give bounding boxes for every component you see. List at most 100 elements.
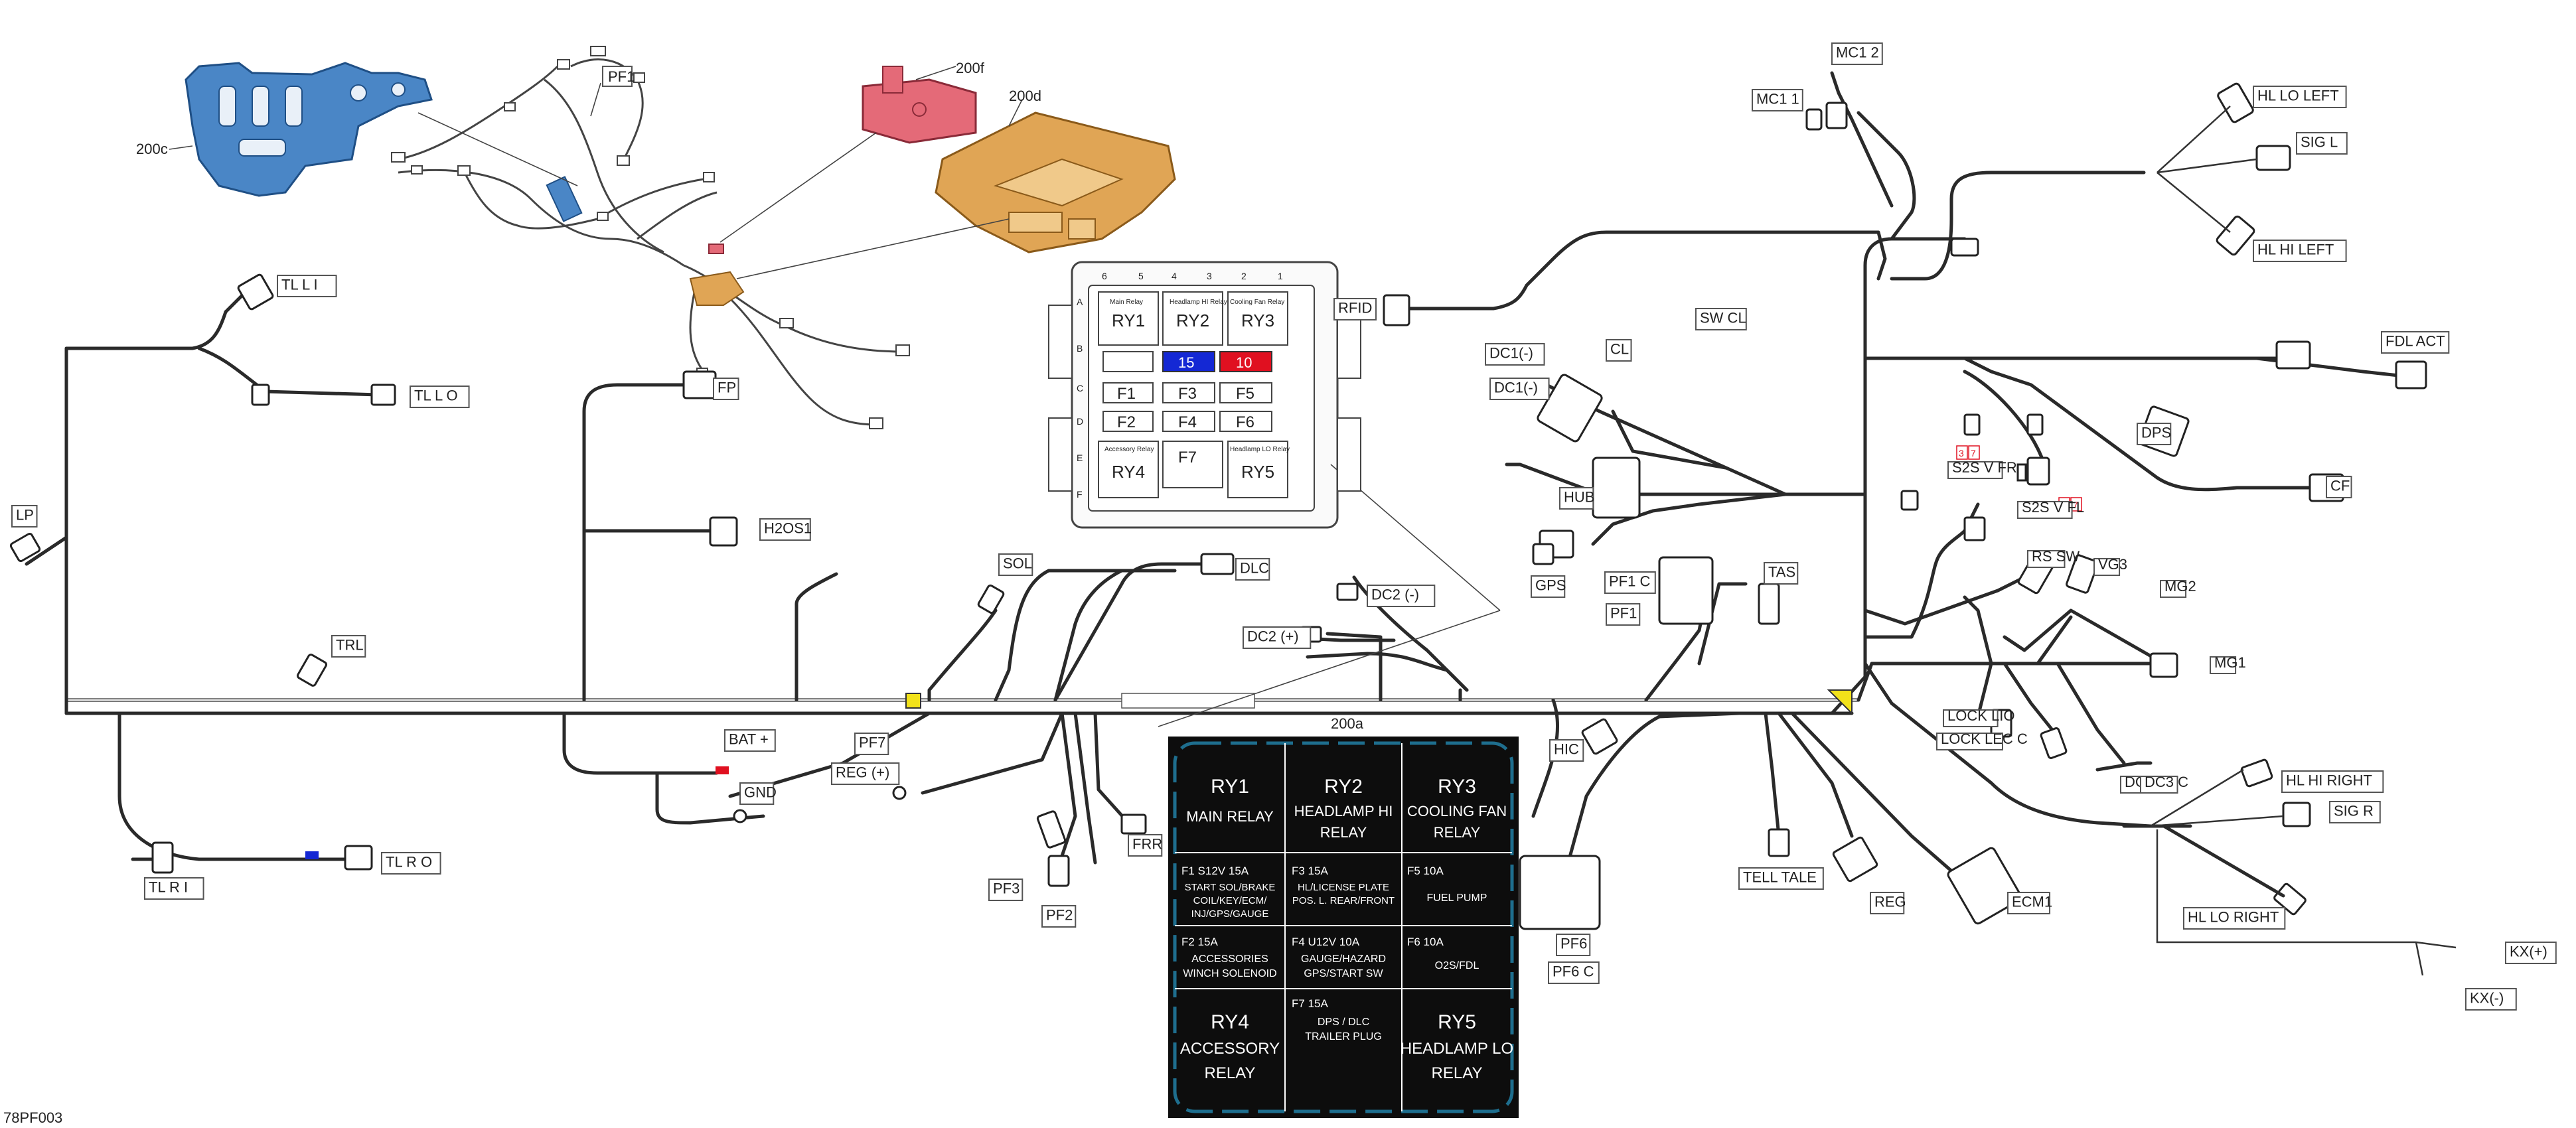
svg-text:TL L I: TL L I (281, 277, 318, 293)
svg-text:DC3 C: DC3 C (2145, 774, 2188, 790)
svg-text:F7: F7 (1178, 449, 1197, 466)
svg-text:DPS / DLC: DPS / DLC (1318, 1017, 1369, 1028)
svg-text:HL/LICENSE PLATE: HL/LICENSE PLATE (1298, 882, 1389, 893)
svg-text:RELAY: RELAY (1320, 824, 1367, 841)
svg-text:4: 4 (1172, 271, 1177, 281)
svg-text:PF7: PF7 (859, 735, 885, 751)
connector-label-hl-lo-right: HL LO RIGHT (2183, 907, 2286, 930)
svg-text:ACCESSORY: ACCESSORY (1180, 1040, 1280, 1058)
svg-text:MC1 2: MC1 2 (1836, 44, 1879, 61)
svg-text:TAS: TAS (1768, 564, 1795, 581)
svg-text:SIG L: SIG L (2301, 134, 2338, 151)
svg-text:TRL: TRL (336, 637, 364, 654)
svg-text:VG3: VG3 (2098, 556, 2127, 573)
connector-label-pf1: PF1 (1606, 603, 1641, 626)
svg-text:O2S/FDL: O2S/FDL (1435, 960, 1479, 971)
svg-text:DC1(-): DC1(-) (1494, 380, 1538, 396)
connector-label-dc2p: DC2 (+) (1243, 626, 1312, 649)
svg-text:S2S V FR: S2S V FR (1952, 459, 2017, 476)
svg-text:F6: F6 (1236, 413, 1254, 431)
connector-label-pf2: PF2 (1041, 905, 1077, 928)
svg-text:H2OS1: H2OS1 (764, 520, 812, 537)
relay-box-labels: 6 5 4 3 2 1 A B C D E F Main Relay Headl… (1077, 271, 1290, 500)
svg-text:Headlamp HI Relay: Headlamp HI Relay (1170, 299, 1227, 306)
svg-text:7: 7 (2073, 500, 2078, 510)
connector-label-dc1m2: DC1(-) (1489, 378, 1550, 400)
svg-text:RY3: RY3 (1438, 776, 1476, 798)
connector-label-bat-p: BAT + (724, 729, 776, 752)
connector-label-dps: DPS (2137, 423, 2172, 445)
connector-label-sig-r: SIG R (2329, 801, 2381, 823)
svg-text:DPS: DPS (2141, 425, 2171, 441)
svg-text:PF1: PF1 (608, 68, 635, 85)
svg-text:ACCESSORIES: ACCESSORIES (1191, 953, 1268, 965)
svg-text:FRR: FRR (1132, 836, 1162, 853)
fuse-relay-legend (1168, 737, 1519, 1118)
connector-label-fp: FP (713, 378, 739, 400)
svg-text:REG (+): REG (+) (836, 764, 889, 781)
svg-text:REG: REG (1874, 894, 1906, 910)
svg-text:GAUGE/HAZARD: GAUGE/HAZARD (1301, 953, 1386, 965)
svg-text:RELAY: RELAY (1432, 1064, 1483, 1082)
connector-label-fdl-act: FDL ACT (2381, 331, 2450, 354)
svg-text:DC2 (-): DC2 (-) (1371, 587, 1419, 603)
svg-text:HL LO LEFT: HL LO LEFT (2257, 88, 2339, 104)
svg-text:HEADLAMP LO: HEADLAMP LO (1401, 1040, 1513, 1058)
svg-text:KX(+): KX(+) (2510, 944, 2547, 960)
svg-text:RY4: RY4 (1211, 1011, 1249, 1033)
connector-label-tl-r-i: TL R I (144, 877, 204, 900)
splice-marker-2 (1827, 689, 1853, 715)
svg-text:F6 10A: F6 10A (1407, 936, 1444, 948)
svg-text:MC1 1: MC1 1 (1756, 91, 1799, 107)
svg-text:PF3: PF3 (993, 881, 1020, 897)
svg-text:ECM1: ECM1 (2012, 894, 2052, 910)
svg-text:COOLING FAN: COOLING FAN (1407, 803, 1507, 819)
svg-text:TL L O: TL L O (414, 388, 458, 404)
connector-label-hl-hi-right: HL HI RIGHT (2281, 770, 2384, 793)
connector-label-dlc: DLC (1235, 558, 1270, 581)
svg-text:PF1: PF1 (1610, 605, 1637, 622)
svg-text:HUB: HUB (1564, 489, 1594, 506)
svg-text:Accessory Relay: Accessory Relay (1104, 446, 1154, 453)
callout-pf1-top: PF1 (602, 66, 635, 87)
connector-label-s2s-v-fl: S2S V FL (2017, 499, 2084, 519)
svg-text:1: 1 (1278, 271, 1283, 281)
svg-text:RY2: RY2 (1176, 311, 1209, 330)
svg-text:TL R O: TL R O (386, 854, 432, 871)
svg-text:RY2: RY2 (1324, 776, 1363, 798)
svg-text:Cooling Fan Relay: Cooling Fan Relay (1230, 299, 1284, 306)
callout-200d: 200d (1009, 88, 1041, 104)
svg-text:PF6: PF6 (1560, 936, 1587, 952)
connector-label-frr: FRR (1128, 834, 1163, 857)
svg-text:PF6 C: PF6 C (1553, 963, 1594, 980)
splice-marker-1 (905, 693, 921, 709)
svg-text:GND: GND (744, 784, 777, 801)
svg-text:F4 U12V 10A: F4 U12V 10A (1292, 936, 1360, 948)
svg-text:RY1: RY1 (1112, 311, 1145, 330)
connector-label-mg2: MG2 (2160, 578, 2196, 598)
svg-text:RELAY: RELAY (1434, 824, 1481, 841)
svg-text:2: 2 (1241, 271, 1247, 281)
svg-text:F2: F2 (1117, 413, 1136, 431)
svg-text:TELL TALE: TELL TALE (1743, 869, 1817, 886)
connector-label-hl-lo-left: HL LO LEFT (2253, 86, 2347, 108)
svg-text:INJ/GPS/GAUGE: INJ/GPS/GAUGE (1191, 908, 1269, 920)
connector-label-tell-tale: TELL TALE (1738, 867, 1824, 890)
svg-text:RY5: RY5 (1241, 462, 1274, 482)
svg-text:F5: F5 (1236, 385, 1254, 403)
svg-text:PF1 C: PF1 C (1609, 573, 1650, 590)
svg-text:CL: CL (1610, 341, 1629, 358)
svg-text:KX(-): KX(-) (2470, 990, 2504, 1007)
connector-label-gps: GPS (1531, 575, 1566, 598)
svg-text:MAIN RELAY: MAIN RELAY (1186, 808, 1274, 825)
svg-text:HEADLAMP HI: HEADLAMP HI (1294, 803, 1393, 819)
svg-text:B: B (1077, 343, 1083, 354)
svg-text:C: C (1077, 383, 1083, 393)
svg-text:S2S V FL: S2S V FL (2022, 499, 2084, 516)
svg-text:POS. L. REAR/FRONT: POS. L. REAR/FRONT (1292, 895, 1395, 906)
connector-label-tas: TAS (1764, 562, 1799, 585)
connector-label-lock-lio: LOCK LIO (1943, 707, 2014, 727)
svg-text:F5 10A: F5 10A (1407, 865, 1444, 877)
svg-text:E: E (1077, 453, 1083, 463)
